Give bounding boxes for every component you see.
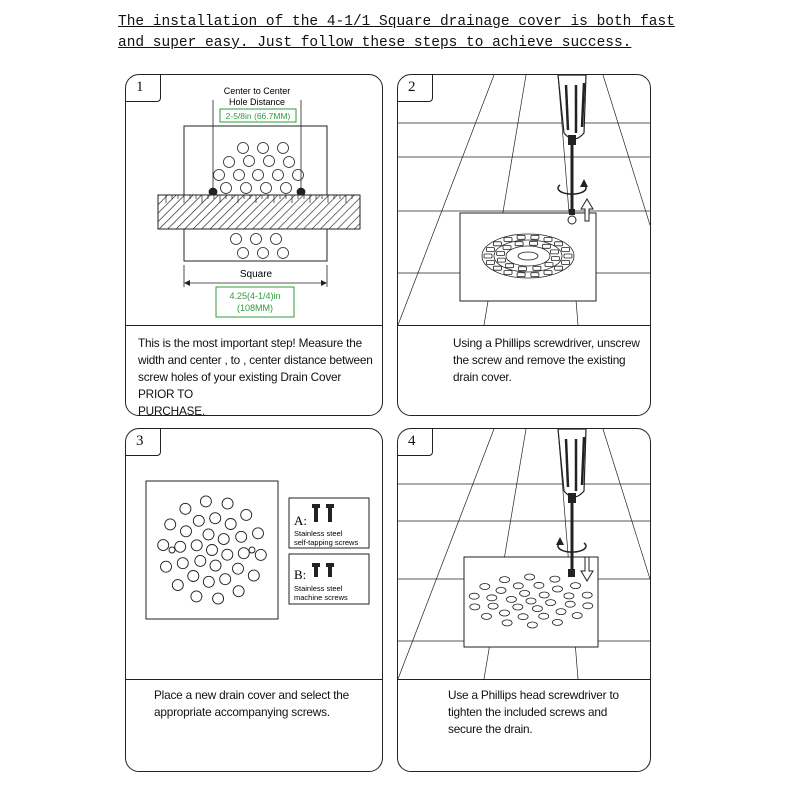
new-cover-diagram: A: Stainless steel self-tapping screws B…: [145, 480, 370, 620]
step-3-panel: 3 A: Stainless steel self-tapping screws…: [125, 428, 383, 772]
caption-line: Using a Phillips screwdriver, unscrew: [453, 336, 640, 350]
caption-line: drain cover.: [453, 370, 512, 384]
caption-line: Use a Phillips head screwdriver to: [448, 688, 619, 702]
unscrew-illustration: [398, 75, 650, 325]
hole-distance-label: Hole Distance: [229, 97, 285, 107]
screw-option-a: [288, 497, 370, 549]
machine-screw-icon: [312, 563, 334, 577]
distance-label: 2-5/8in (66.7MM): [226, 111, 291, 121]
size-label: 4.25(4-1/4)in: [229, 291, 280, 301]
step-4-caption: Use a Phillips head screwdriver to tight…: [448, 687, 648, 738]
caption-line: the screw and remove the existing: [453, 353, 626, 367]
step-3-caption: Place a new drain cover and select the a…: [154, 687, 379, 721]
caption-line: width and center , to , center distance …: [138, 353, 373, 367]
rotate-arrow-icon: [557, 542, 587, 553]
rotate-arrow-icon: [557, 184, 587, 195]
screwdriver-icon: [557, 75, 587, 209]
drain-holes: [157, 495, 267, 605]
step-2-caption: Using a Phillips screwdriver, unscrew th…: [453, 335, 648, 386]
slotted-grate: [481, 233, 575, 279]
caption-line: Place a new drain cover and select the: [154, 688, 350, 702]
caption-line: tighten the included screws and: [448, 705, 608, 719]
option-b-text: Stainless steel: [294, 584, 343, 593]
option-b-letter: B:: [294, 567, 306, 582]
step-number: 3: [136, 433, 144, 449]
square-label: Square: [240, 269, 273, 280]
screw-option-b: [288, 553, 370, 605]
screw-icon: [568, 569, 575, 577]
option-a-letter: A:: [294, 513, 307, 528]
step-number-box: [126, 75, 161, 102]
step-1-caption: This is the most important step! Measure…: [138, 335, 378, 416]
down-arrow-icon: [580, 556, 594, 582]
new-drain-cover: [145, 480, 279, 620]
step-2-panel: 2: [397, 74, 651, 416]
step-number: 1: [136, 79, 144, 95]
screwdriver-icon: [557, 429, 587, 569]
step-number-box: [126, 429, 161, 456]
caption-line: This is the most important step! Measure…: [138, 336, 362, 350]
self-tapping-screw-icon: [312, 504, 334, 522]
step-4-panel: 4 Use a Phillips head screwdriver to tig…: [397, 428, 651, 772]
header-line-1: The installation of the 4-1/1 Square dra…: [118, 14, 675, 30]
caption-line: screw holes of your existing Drain Cover…: [138, 370, 342, 401]
option-b-text: machine screws: [294, 593, 348, 602]
tighten-illustration: [398, 429, 650, 679]
drain-holes: [208, 142, 306, 259]
option-a-text: self-tapping screws: [294, 538, 358, 547]
caption-line: secure the drain.: [448, 722, 533, 736]
option-a-text: Stainless steel: [294, 529, 343, 538]
center-to-center-label: Center to Center: [224, 86, 291, 96]
step-number: 4: [408, 433, 416, 449]
size-mm-label: (108MM): [237, 303, 273, 313]
instructions-header: The installation of the 4-1/1 Square dra…: [118, 12, 718, 54]
step-number: 2: [408, 79, 416, 95]
step-number-box: [398, 75, 433, 102]
screw-icon: [569, 209, 575, 215]
caption-line: PURCHASE.: [138, 404, 206, 416]
measure-diagram: Center to Center Hole Distance 2-5/8in (…: [157, 86, 361, 318]
caption-line: appropriate accompanying screws.: [154, 705, 330, 719]
header-line-2: and super easy. Just follow these steps …: [118, 35, 632, 51]
up-arrow-icon: [580, 198, 594, 222]
step-1-panel: 1 Center to Center Hole Distance 2-5/8in…: [125, 74, 383, 416]
drain-holes: [468, 573, 594, 629]
step-number-box: [398, 429, 433, 456]
